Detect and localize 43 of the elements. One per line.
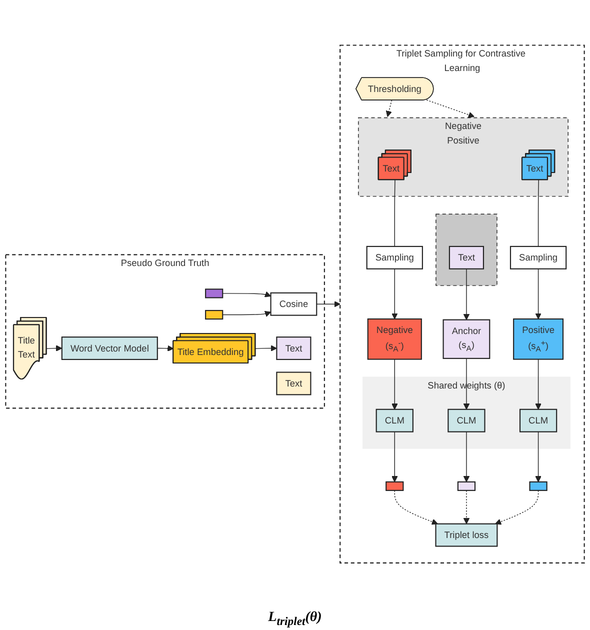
arrow — [463, 268, 470, 320]
node-bar — [529, 481, 548, 491]
node-bar — [205, 310, 224, 320]
arrow — [426, 100, 475, 118]
node-box: CLM — [376, 408, 414, 432]
node-box: Cosine — [270, 292, 318, 316]
arrow — [46, 345, 62, 352]
node-box: Anchor (s$_{A}$) — [442, 319, 490, 359]
node-bar — [205, 288, 224, 298]
cluster — [436, 214, 498, 286]
node-box: CLM — [448, 408, 486, 432]
arrow — [535, 358, 542, 410]
node-bar — [386, 481, 404, 491]
arrow — [463, 358, 470, 410]
node-box: Text — [276, 336, 312, 360]
arrow — [392, 431, 398, 482]
arrow — [463, 490, 470, 524]
arrow — [157, 345, 174, 352]
arrow — [386, 100, 392, 117]
arrow — [255, 345, 277, 352]
node-box: Word Vector Model — [61, 336, 158, 360]
arrow — [463, 431, 470, 482]
node-bar — [457, 481, 476, 491]
arrow — [222, 310, 272, 317]
arrow — [535, 268, 542, 320]
arrow — [316, 300, 340, 308]
node-box: Positive (s$_{A}$$^{+}$) — [513, 318, 564, 360]
arrow — [392, 268, 398, 320]
node-box: Sampling — [510, 246, 567, 270]
node-box: CLM — [519, 408, 558, 432]
node-box: Text — [276, 372, 312, 396]
arrow — [535, 431, 542, 482]
node-box: Text — [448, 246, 484, 270]
node-box: Sampling — [366, 246, 423, 270]
arrow — [392, 358, 398, 410]
arrow — [394, 490, 438, 525]
arrow — [495, 490, 539, 525]
connector — [538, 180, 539, 247]
node-box: Triplet loss — [435, 523, 498, 547]
loss-formula: L$_{triplet}$(θ) — [267, 609, 323, 630]
connector — [394, 180, 396, 247]
arrow — [222, 291, 272, 298]
node-box: Negative (s$_{A}$$^{-}$) — [367, 318, 422, 360]
